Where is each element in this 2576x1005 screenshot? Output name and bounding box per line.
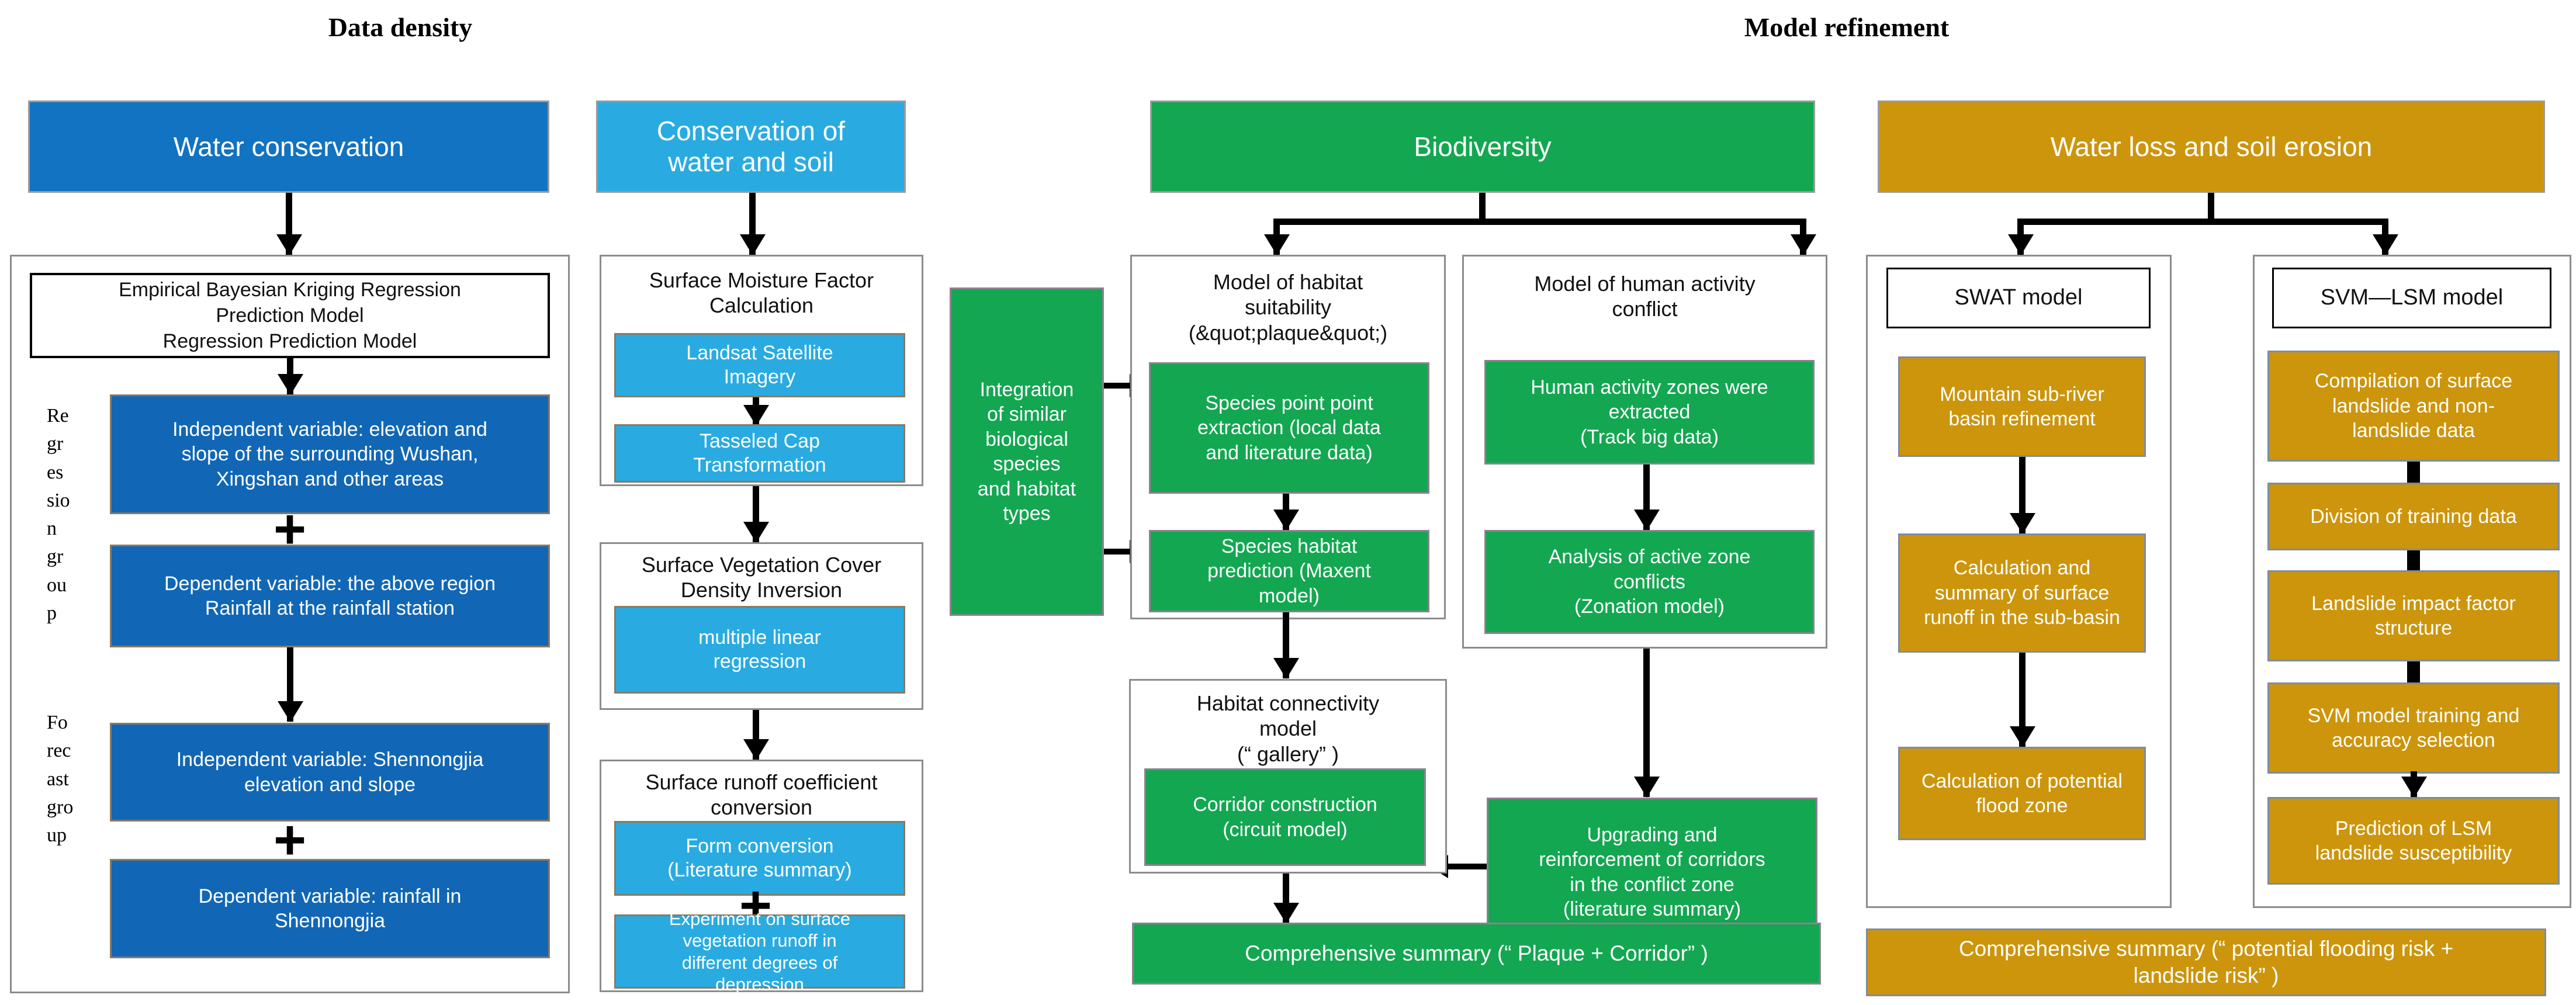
independent-variable-shennongjia-box: Independent variable: Shennongjia elevat… <box>110 723 550 822</box>
arrow-down-icon <box>753 710 759 760</box>
header-water-loss: Water loss and soil erosion <box>1878 100 2545 193</box>
integration-species-box: Integration of similar biological specie… <box>950 287 1104 616</box>
connector-line <box>2208 193 2214 222</box>
kriging-model-box: Empirical Bayesian Kriging Regression Pr… <box>30 273 550 358</box>
connector-line <box>2407 550 2420 570</box>
svm-lsm-title-box: SVM—LSM model <box>2272 268 2551 328</box>
section-title-data-density: Data density <box>328 12 473 42</box>
multiple-linear-regression-box: multiple linear regression <box>614 606 905 694</box>
human-activity-zones-box: Human activity zones were extracted (Tra… <box>1484 360 1815 465</box>
human-activity-title: Model of human activity conflict <box>1534 271 1756 321</box>
arrow-down-icon <box>287 358 293 394</box>
arrow-down-icon <box>753 397 759 425</box>
species-point-extraction-box: Species point point extraction (local da… <box>1149 362 1429 494</box>
arrow-down-icon <box>2382 219 2388 255</box>
arrow-down-icon <box>749 193 756 255</box>
dependent-variable-region-box: Dependent variable: the above region Rai… <box>110 545 550 647</box>
arrow-left-icon <box>1447 864 1487 869</box>
runoff-experiment-box: Experiment on surface vegetation runoff … <box>614 909 905 994</box>
connector-line <box>1276 219 1806 225</box>
section-title-model-refinement: Model refinement <box>1744 12 1950 42</box>
header-water-conservation: Water conservation <box>28 100 549 193</box>
swat-model-title-box: SWAT model <box>1886 268 2151 328</box>
arrow-down-icon <box>1283 874 1289 923</box>
active-zone-conflicts-box: Analysis of active zone conflicts (Zonat… <box>1484 530 1815 634</box>
impact-factor-structure-box: Landslide impact factor structure <box>2267 570 2560 661</box>
connector-line <box>2020 219 2388 225</box>
landsat-imagery-box: Landsat Satellite Imagery <box>614 333 905 397</box>
arrow-down-icon <box>286 193 292 255</box>
arrow-down-icon <box>1283 612 1289 678</box>
habitat-connectivity-title: Habitat connectivity model (“ gallery” ) <box>1196 691 1380 766</box>
arrow-down-icon <box>1273 219 1280 255</box>
connector-line <box>2407 661 2420 682</box>
habitat-suitability-title: Model of habitat suitability (&quot;plaq… <box>1188 270 1388 345</box>
svm-training-accuracy-box: SVM model training and accuracy selectio… <box>2267 682 2560 774</box>
independent-variable-wushan-box: Independent variable: elevation and slop… <box>110 394 550 514</box>
arrow-right-icon <box>1104 383 1131 389</box>
lsm-susceptibility-prediction-box: Prediction of LSM landslide susceptibili… <box>2267 797 2560 885</box>
connector-line <box>2407 462 2420 483</box>
regression-group-label: Re gr es sio n gr ou p <box>47 405 70 624</box>
sub-river-basin-box: Mountain sub-river basin refinement <box>1898 356 2146 457</box>
dependent-variable-rainfall-box: Dependent variable: rainfall in Shennong… <box>110 859 550 958</box>
species-habitat-prediction-box: Species habitat prediction (Maxent model… <box>1149 530 1429 612</box>
arrow-down-icon <box>1800 219 1806 255</box>
header-biodiversity: Biodiversity <box>1150 100 1815 193</box>
runoff-coefficient-title: Surface runoff coefficient conversion <box>645 770 878 819</box>
arrow-down-icon <box>1643 649 1650 797</box>
forecast-group-label: Fo rec ast gro up <box>47 712 74 847</box>
training-data-division-box: Division of training data <box>2267 483 2560 550</box>
tasseled-cap-box: Tasseled Cap Transformation <box>614 424 905 483</box>
arrow-down-icon <box>287 647 293 722</box>
corridor-upgrading-box: Upgrading and reinforcement of corridors… <box>1487 798 1817 947</box>
potential-flood-zone-box: Calculation of potential flood zone <box>1898 747 2146 840</box>
biodiversity-summary-box: Comprehensive summary (“ Plaque + Corrid… <box>1132 923 1821 985</box>
arrow-down-icon <box>2019 653 2026 747</box>
vegetation-cover-title: Surface Vegetation Cover Density Inversi… <box>641 552 882 602</box>
header-conservation-water-soil: Conservation of water and soil <box>596 100 906 193</box>
landslide-data-compilation-box: Compilation of surface landslide and non… <box>2267 351 2560 462</box>
arrow-down-icon <box>2019 457 2026 533</box>
arrow-down-icon <box>1643 465 1650 530</box>
corridor-construction-box: Corridor construction (circuit model) <box>1144 768 1426 866</box>
connector-line <box>1479 193 1486 222</box>
water-loss-summary-box: Comprehensive summary (“ potential flood… <box>1866 928 2546 996</box>
arrow-down-icon <box>1283 494 1289 530</box>
arrow-down-icon <box>2411 771 2417 797</box>
arrow-right-icon <box>1104 549 1131 555</box>
arrow-down-icon <box>2017 219 2024 255</box>
form-conversion-box: Form conversion (Literature summary) <box>614 821 905 896</box>
surface-runoff-summary-box: Calculation and summary of surface runof… <box>1898 533 2146 653</box>
plus-icon: + <box>273 809 307 871</box>
surface-moisture-title: Surface Moisture Factor Calculation <box>649 268 874 317</box>
arrow-down-icon <box>753 486 759 542</box>
